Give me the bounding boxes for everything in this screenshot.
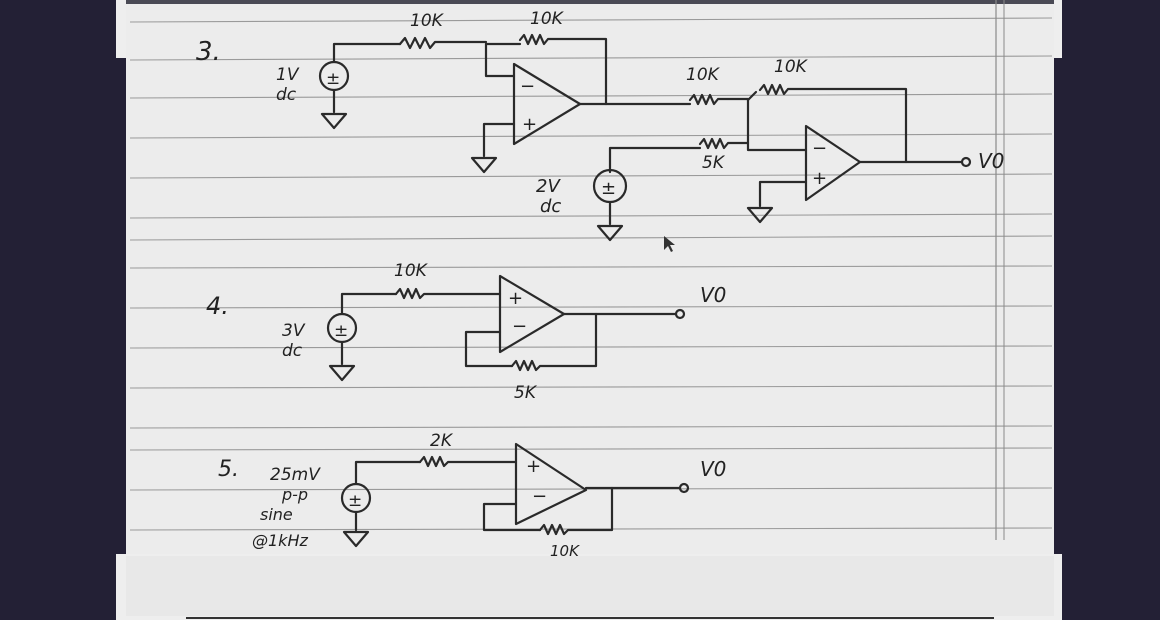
resistor-r1 (398, 36, 488, 50)
opamp-2 (804, 124, 862, 202)
output-terminal (960, 156, 972, 168)
resistor-r5-label: 5K (702, 153, 726, 173)
mouse-cursor-icon (664, 236, 675, 252)
output-terminal (678, 482, 690, 494)
resistor-5k-label: 5K (514, 383, 538, 403)
opamp-3-minus: − (512, 316, 527, 337)
resistor-10k-feedback (538, 486, 614, 536)
opamp-1-plus: + (522, 114, 537, 135)
opamp-2-minus: − (812, 138, 827, 159)
source-2v-value: 2V (536, 176, 561, 197)
source-sine-pp: p-p (281, 485, 308, 504)
resistor-r2-label: 10K (530, 9, 565, 29)
resistor-r4 (758, 83, 908, 164)
paper-sheet (126, 0, 1054, 556)
output-terminal (674, 308, 686, 320)
paper-bottom-inner (126, 556, 1054, 616)
opamp-1-minus: − (520, 76, 535, 97)
resistor-10k-label: 10K (394, 261, 429, 281)
opamp-4 (514, 442, 588, 526)
source-sine-value: 25mV (270, 465, 321, 485)
source-3v-sign: ± (334, 321, 348, 341)
problem-4: 4. ± 3V dc 10K + − 5K V0 (206, 261, 726, 403)
ground-symbol (320, 112, 348, 130)
source-3v-type: dc (282, 341, 303, 361)
source-1v-value: 1V (276, 65, 300, 85)
ground-symbol (596, 224, 624, 242)
opamp-3 (498, 274, 566, 354)
resistor-2k-label: 2K (430, 431, 454, 451)
opamp-4-plus: + (526, 456, 541, 477)
ruled-lines (129, 0, 1053, 540)
resistor-2k (418, 455, 518, 468)
problem-5: 5. 25mV p-p sine @1kHz ± 2K + − 10K V0 (218, 431, 726, 560)
problem-4-number: 4. (206, 292, 229, 320)
source-sine-freq: @1kHz (252, 531, 308, 550)
ground-symbol (342, 530, 370, 548)
resistor-r4-label: 10K (774, 57, 809, 77)
resistor-r3-label: 10K (686, 65, 721, 85)
problem-3: 3. ± 1V dc 10K 10K − + 10K 10K (196, 9, 1004, 242)
source-2v-type: dc (540, 196, 561, 217)
problem-4-output: V0 (700, 283, 726, 307)
resistor-r2 (518, 33, 608, 106)
ground-symbol (470, 156, 498, 174)
top-dark-bar (126, 0, 1054, 4)
problem-5-number: 5. (218, 457, 239, 482)
problem-3-number: 3. (196, 37, 221, 67)
problem-5-output: V0 (700, 457, 726, 481)
opamp-1 (512, 62, 582, 146)
resistor-10k-feedback-label: 10K (550, 542, 580, 560)
ground-symbol (328, 364, 356, 382)
resistor-5k (510, 312, 598, 372)
source-sine-kind: sine (260, 505, 293, 524)
source-3v-value: 3V (282, 321, 306, 341)
source-sine-sign: ± (348, 491, 362, 511)
resistor-r1-label: 10K (410, 11, 445, 31)
opamp-3-plus: + (508, 288, 523, 309)
resistor-r5 (698, 137, 750, 150)
opamp-2-plus: + (812, 168, 827, 189)
source-1v-type: dc (276, 85, 297, 105)
source-2v-sign: ± (601, 178, 616, 199)
resistor-r3 (688, 93, 750, 106)
ground-symbol (746, 206, 774, 224)
source-1v-sign: ± (326, 69, 340, 89)
problem-3-output: V0 (978, 149, 1004, 173)
opamp-4-minus: − (532, 486, 547, 507)
resistor-10k (394, 287, 502, 300)
